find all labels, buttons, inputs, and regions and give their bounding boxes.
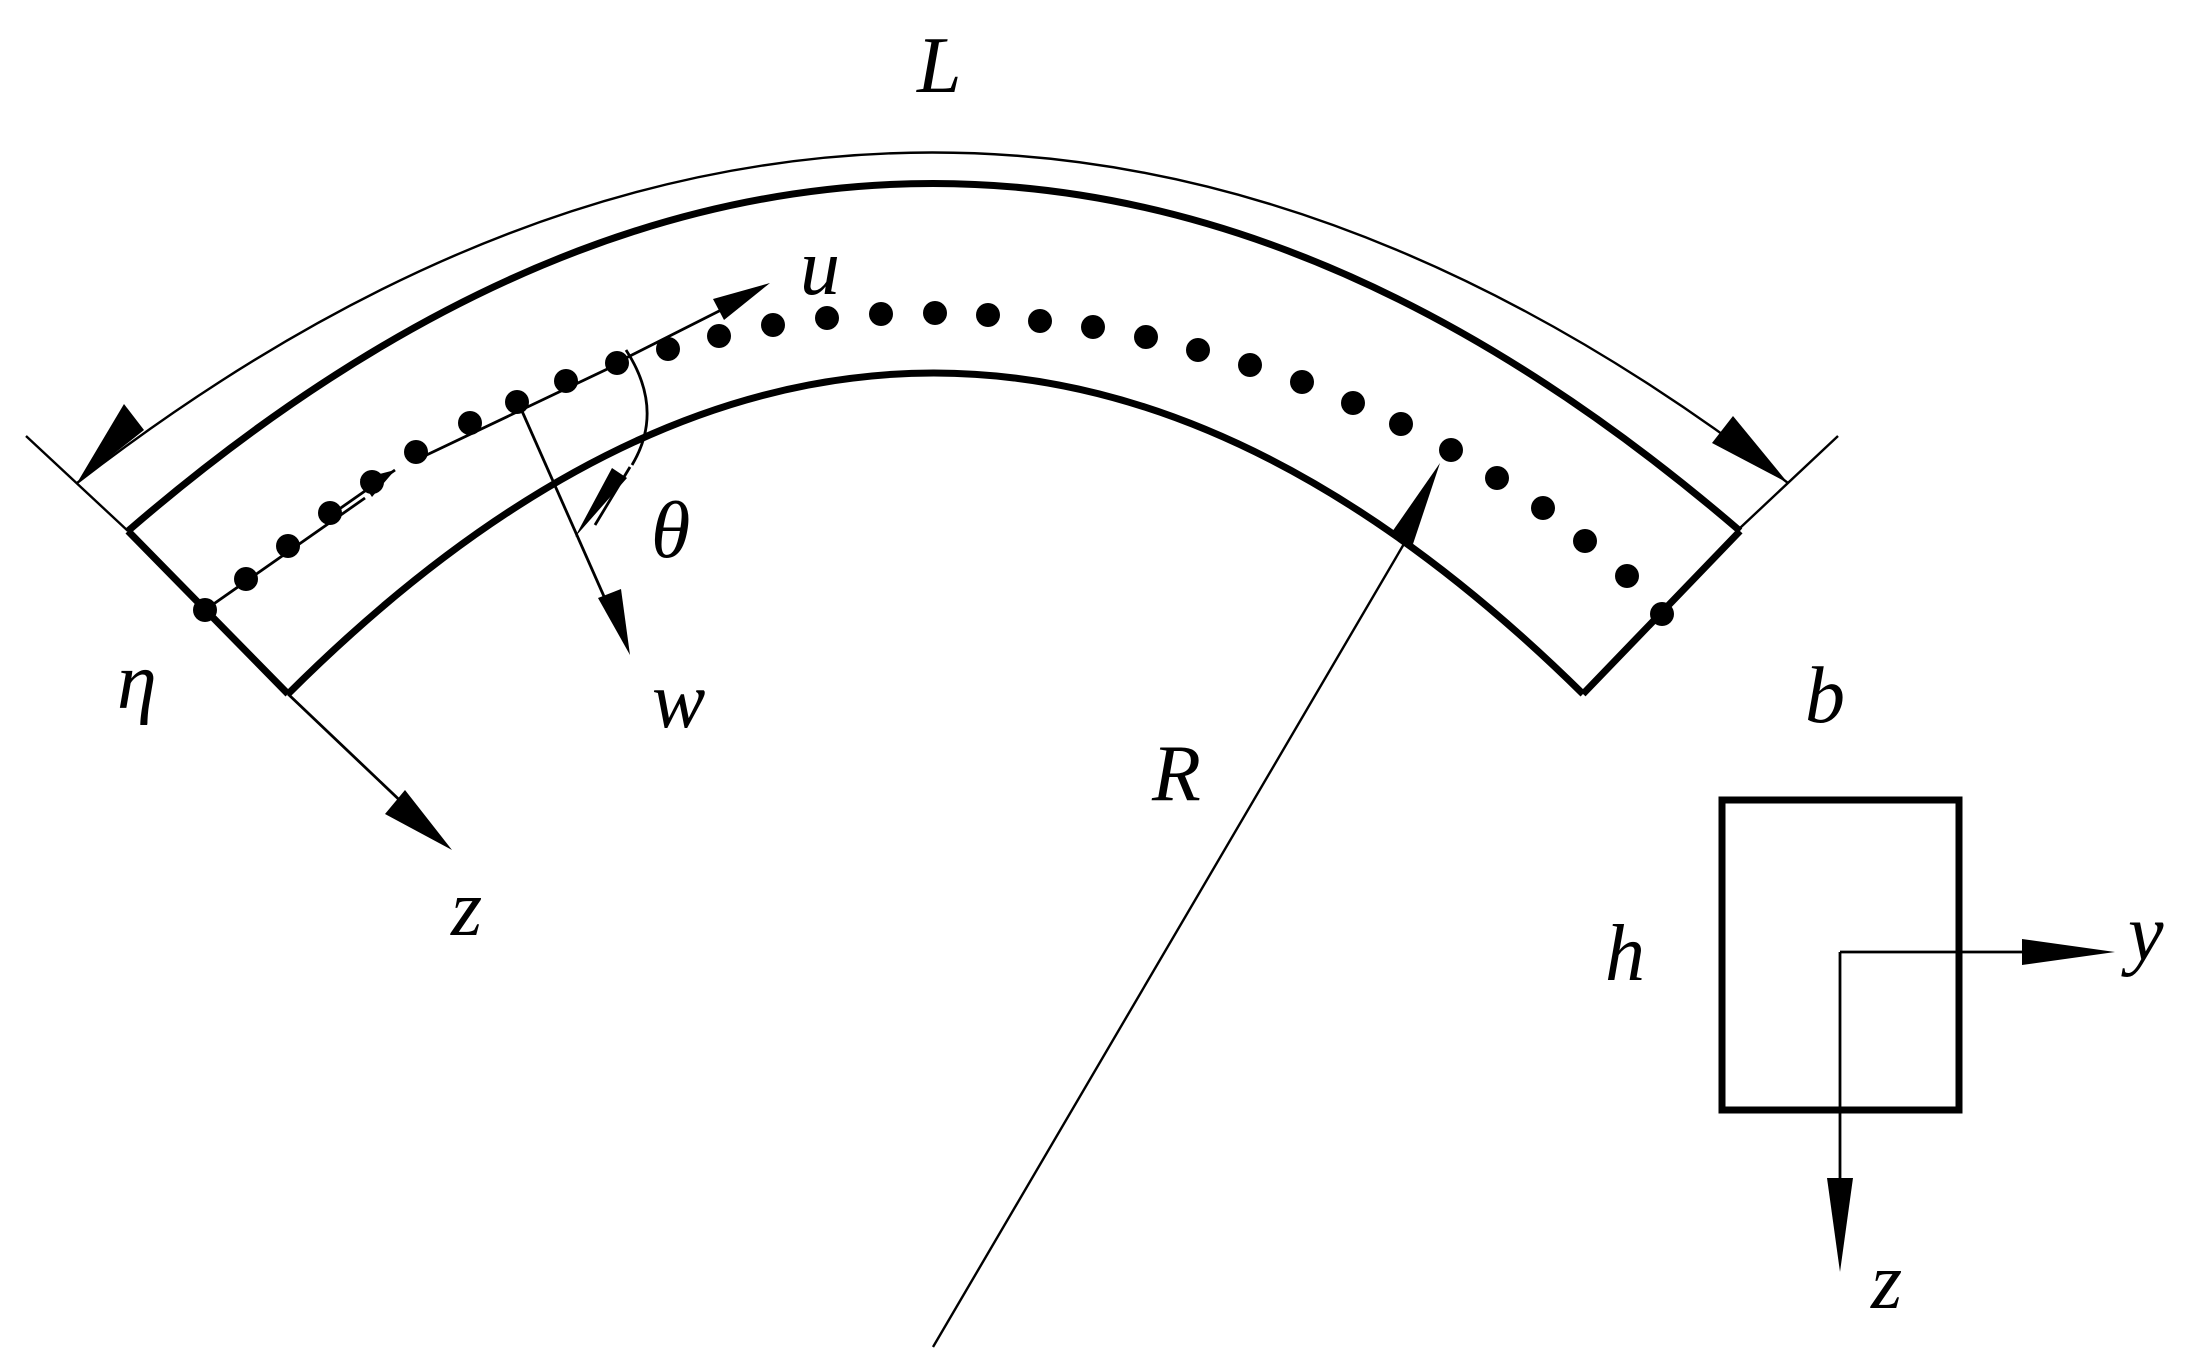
left-z-axis-arrow bbox=[287, 692, 452, 850]
label-w: w bbox=[652, 657, 705, 745]
rotation-arc bbox=[575, 349, 649, 537]
node bbox=[1485, 466, 1509, 490]
arc-length-dimension bbox=[25, 151, 1839, 532]
label-theta: θ bbox=[651, 487, 690, 575]
label-y: y bbox=[2121, 890, 2164, 978]
node bbox=[1081, 315, 1105, 339]
node bbox=[1615, 564, 1639, 588]
w-arrowhead bbox=[598, 589, 630, 655]
u-displacement-arrow bbox=[609, 283, 770, 368]
u-arrowhead bbox=[713, 283, 770, 320]
radius-arrowhead bbox=[1392, 463, 1440, 544]
section-z-axis-arrowhead bbox=[1827, 1178, 1853, 1272]
node bbox=[318, 501, 342, 525]
node bbox=[276, 534, 300, 558]
node bbox=[707, 324, 731, 348]
right-extension-line bbox=[1739, 435, 1839, 529]
node bbox=[458, 411, 482, 435]
node bbox=[761, 313, 785, 337]
radius-dimension bbox=[931, 463, 1440, 1348]
label-h: h bbox=[1605, 910, 1645, 998]
node bbox=[1573, 529, 1597, 553]
node bbox=[815, 306, 839, 330]
node bbox=[656, 337, 680, 361]
beam-outer-edge bbox=[125, 180, 1743, 534]
arc-length-dimension-line bbox=[76, 151, 1789, 484]
node bbox=[1290, 370, 1314, 394]
node bbox=[1028, 309, 1052, 333]
labels: L u θ w η z R b h y z bbox=[117, 22, 2164, 1326]
node bbox=[1439, 438, 1463, 462]
cross-section bbox=[1718, 796, 2115, 1272]
label-b: b bbox=[1805, 652, 1845, 740]
section-y-axis-arrowhead bbox=[2022, 939, 2115, 965]
node bbox=[923, 301, 947, 325]
node bbox=[1650, 602, 1674, 626]
w-arrow-shaft bbox=[516, 401, 612, 611]
left-z-axis-shaft bbox=[287, 692, 411, 812]
node bbox=[1341, 391, 1365, 415]
arc-length-left-arrowhead bbox=[77, 404, 144, 483]
node bbox=[554, 369, 578, 393]
left-z-axis-arrowhead bbox=[385, 790, 452, 850]
node bbox=[1389, 412, 1413, 436]
radius-line bbox=[931, 519, 1420, 1348]
node bbox=[869, 302, 893, 326]
node bbox=[1238, 353, 1262, 377]
node bbox=[976, 303, 1000, 327]
label-u: u bbox=[800, 224, 840, 312]
node bbox=[1134, 325, 1158, 349]
node bbox=[505, 390, 529, 414]
left-extension-line bbox=[25, 435, 129, 532]
curved-beam bbox=[125, 180, 1743, 697]
node bbox=[1186, 338, 1210, 362]
left-tangent-arrow bbox=[334, 468, 396, 514]
label-z-section: z bbox=[1870, 1238, 1902, 1326]
theta-arrowhead bbox=[575, 468, 627, 537]
w-displacement-arrow bbox=[516, 401, 630, 655]
left-tangent-arrowhead bbox=[360, 470, 395, 497]
node bbox=[234, 567, 258, 591]
label-z-left: z bbox=[450, 865, 482, 953]
theta-arc bbox=[624, 349, 649, 466]
arc-length-right-arrowhead bbox=[1712, 416, 1788, 483]
node bbox=[404, 440, 428, 464]
node bbox=[1531, 496, 1555, 520]
label-L: L bbox=[916, 22, 962, 110]
label-eta: η bbox=[117, 638, 157, 726]
beam-inner-edge bbox=[285, 369, 1586, 697]
node bbox=[193, 598, 217, 622]
centerline-nodes bbox=[193, 301, 1674, 626]
label-R: R bbox=[1151, 730, 1201, 818]
